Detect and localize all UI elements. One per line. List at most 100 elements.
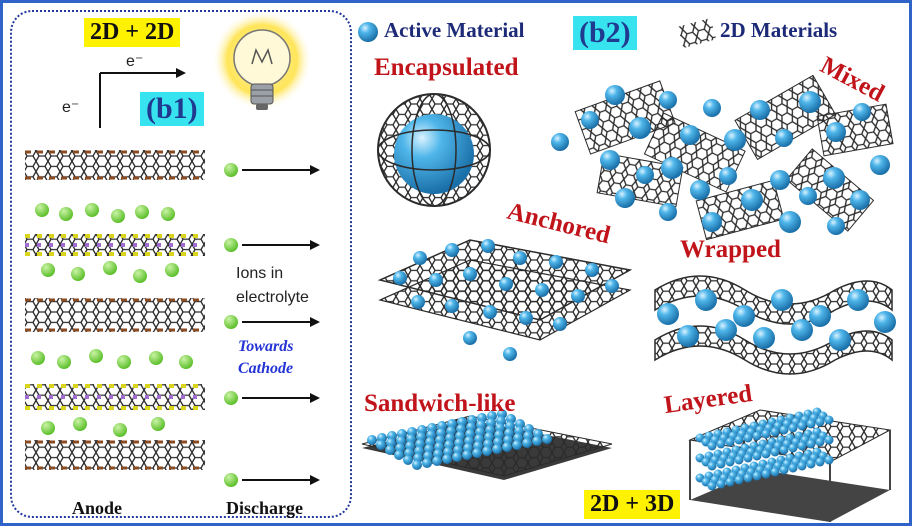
anode-layer [25,298,205,332]
active-material-sphere [797,421,807,431]
encapsulated-label: Encapsulated [374,54,519,81]
active-material-sphere [815,437,825,447]
active-material-sphere [403,455,413,465]
active-material-sphere [734,435,744,445]
active-material-sphere [752,451,762,461]
active-material-sphere [432,456,442,466]
active-material-legend-icon [358,22,378,42]
2d-material-legend-icon [677,17,717,49]
active-material-sphere [725,457,735,467]
panel-b1-frame [10,10,352,518]
anode-layer [25,234,205,256]
active-material-sphere [394,450,404,460]
active-material-sphere [779,465,789,475]
active-material-sphere [522,438,532,448]
anode-layer-stack [25,150,205,470]
active-material-sphere [743,433,753,443]
active-material-sphere [412,460,422,470]
ions-label-line2: electrolyte [236,289,309,306]
active-material-sphere [462,450,472,460]
active-material-sphere [452,452,462,462]
anode-ions [31,203,193,437]
sandwich-structure [361,409,613,480]
layered-spheres [695,407,834,491]
active-material-sphere [542,434,552,444]
active-material-sphere [770,427,780,437]
active-material-sphere [512,440,522,450]
active-material-sphere [492,444,502,454]
active-material-sphere [376,440,386,450]
active-material-sphere [752,431,762,441]
active-material-sphere [743,453,753,463]
active-material-sphere [716,479,726,489]
active-material-sphere [824,415,834,425]
ion-flow-arrows [224,163,320,487]
active-material-sphere [761,469,771,479]
active-material-sphere [770,467,780,477]
layered-structure [688,407,892,522]
towards-label-line1: Towards [238,338,294,355]
discharge-label: Discharge [226,498,303,518]
active-material-sphere [502,442,512,452]
2d-materials-legend: 2D Materials [720,18,838,42]
anode-layer [25,440,205,470]
panel-tag-b2: (b2) [573,16,637,50]
active-material-sphere [824,435,834,445]
anode-layer [25,150,205,180]
active-material-sphere [788,443,798,453]
wrapped-label: Wrapped [680,236,781,263]
ion-arrow [224,473,320,487]
active-material-sphere [797,441,807,451]
ion-arrow [224,391,320,405]
ion-arrow [224,163,320,177]
ion-arrow [224,315,320,329]
electron-axis [99,68,186,128]
active-material-sphere [761,429,771,439]
panel-tag-b1: (b1) [140,92,204,126]
active-material-sphere [734,475,744,485]
active-material-sphere [716,439,726,449]
active-material-sphere [779,425,789,435]
anode-layer [25,384,205,410]
active-material-sphere [815,417,825,427]
active-material-sphere [716,459,726,469]
active-material-sphere [734,455,744,465]
wrapped-structure [654,275,896,375]
active-material-sphere [761,449,771,459]
active-material-sphere [797,461,807,471]
active-material-sphere [385,445,395,455]
active-material-sphere [779,445,789,455]
light-bulb-icon [212,10,312,110]
badge-2d-2d: 2D + 2D [84,18,181,47]
active-material-sphere [815,457,825,467]
active-material-sphere [367,435,377,445]
active-material-sphere [824,455,834,465]
active-material-sphere [788,463,798,473]
encapsulated-structure [377,93,491,207]
sandwich-spheres [367,409,552,470]
active-material-sphere [743,473,753,483]
active-material-sphere [532,436,542,446]
active-material-legend: Active Material [384,18,525,42]
anode-label: Anode [72,498,123,518]
sandwich-like-label: Sandwich-like [364,390,516,417]
ions-label-line1: Ions in [236,265,284,282]
active-material-sphere [752,471,762,481]
badge-2d-3d: 2D + 3D [584,490,681,519]
towards-label-line2: Cathode [238,360,294,377]
active-material-sphere [707,441,717,451]
electron-x-label: e⁻ [126,53,144,70]
active-material-sphere [806,439,816,449]
active-material-sphere [422,458,432,468]
active-material-sphere [806,459,816,469]
active-material-sphere [725,437,735,447]
electron-y-label: e⁻ [62,99,80,116]
active-material-sphere [770,447,780,457]
active-material-sphere [472,448,482,458]
active-material-sphere [788,423,798,433]
active-material-sphere [707,461,717,471]
active-material-sphere [806,419,816,429]
